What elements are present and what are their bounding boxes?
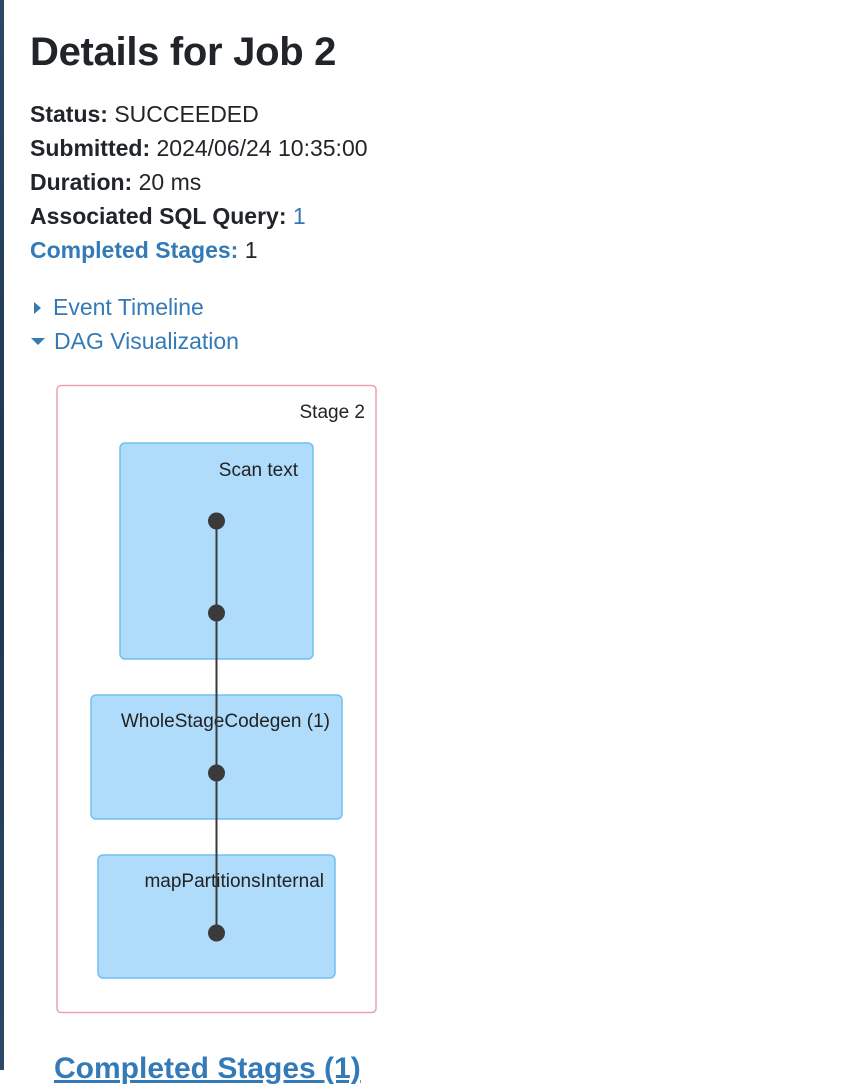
submitted-label: Submitted: — [30, 135, 151, 161]
duration-label: Duration: — [30, 169, 133, 195]
dag-point[interactable] — [208, 512, 225, 530]
visualization-toggles: Event Timeline DAG Visualization — [30, 290, 239, 358]
submitted-value: 2024/06/24 10:35:00 — [156, 135, 368, 161]
dag-visualization-label: DAG Visualization — [54, 328, 239, 354]
event-timeline-toggle[interactable]: Event Timeline — [30, 290, 239, 324]
completed-stages-link[interactable]: Completed Stages: — [30, 237, 238, 263]
completed-stages-value: 1 — [244, 237, 258, 263]
caret-right-icon — [34, 301, 41, 314]
dag-node-label: Scan text — [219, 460, 299, 481]
window-edge — [0, 0, 4, 1070]
job-summary-list: Status: SUCCEEDED Submitted: 2024/06/24 … — [30, 97, 368, 267]
dag-visualization-toggle[interactable]: DAG Visualization — [30, 324, 239, 358]
caret-down-icon — [31, 338, 45, 346]
status-label: Status: — [30, 101, 108, 127]
status-row: Status: SUCCEEDED — [30, 97, 368, 131]
dag-point[interactable] — [208, 924, 225, 942]
sql-query-link[interactable]: 1 — [292, 203, 306, 229]
event-timeline-label: Event Timeline — [53, 294, 204, 320]
completed-stages-row: Completed Stages: 1 — [30, 233, 368, 267]
status-value: SUCCEEDED — [114, 101, 259, 127]
duration-row: Duration: 20 ms — [30, 165, 368, 199]
duration-value: 20 ms — [138, 169, 202, 195]
page-title: Details for Job 2 — [30, 30, 337, 74]
completed-stages-heading[interactable]: Completed Stages (1) — [54, 1052, 361, 1085]
stage-label: Stage 2 — [300, 402, 366, 423]
dag-point[interactable] — [208, 604, 225, 622]
sql-query-label: Associated SQL Query: — [30, 203, 287, 229]
completed-stages-label: Completed Stages: — [30, 237, 239, 263]
dag-point[interactable] — [208, 764, 225, 782]
dag-node-label: WholeStageCodegen (1) — [121, 711, 330, 732]
sql-query-row: Associated SQL Query: 1 — [30, 199, 368, 233]
dag-node-label: mapPartitionsInternal — [144, 871, 324, 892]
submitted-row: Submitted: 2024/06/24 10:35:00 — [30, 131, 368, 165]
